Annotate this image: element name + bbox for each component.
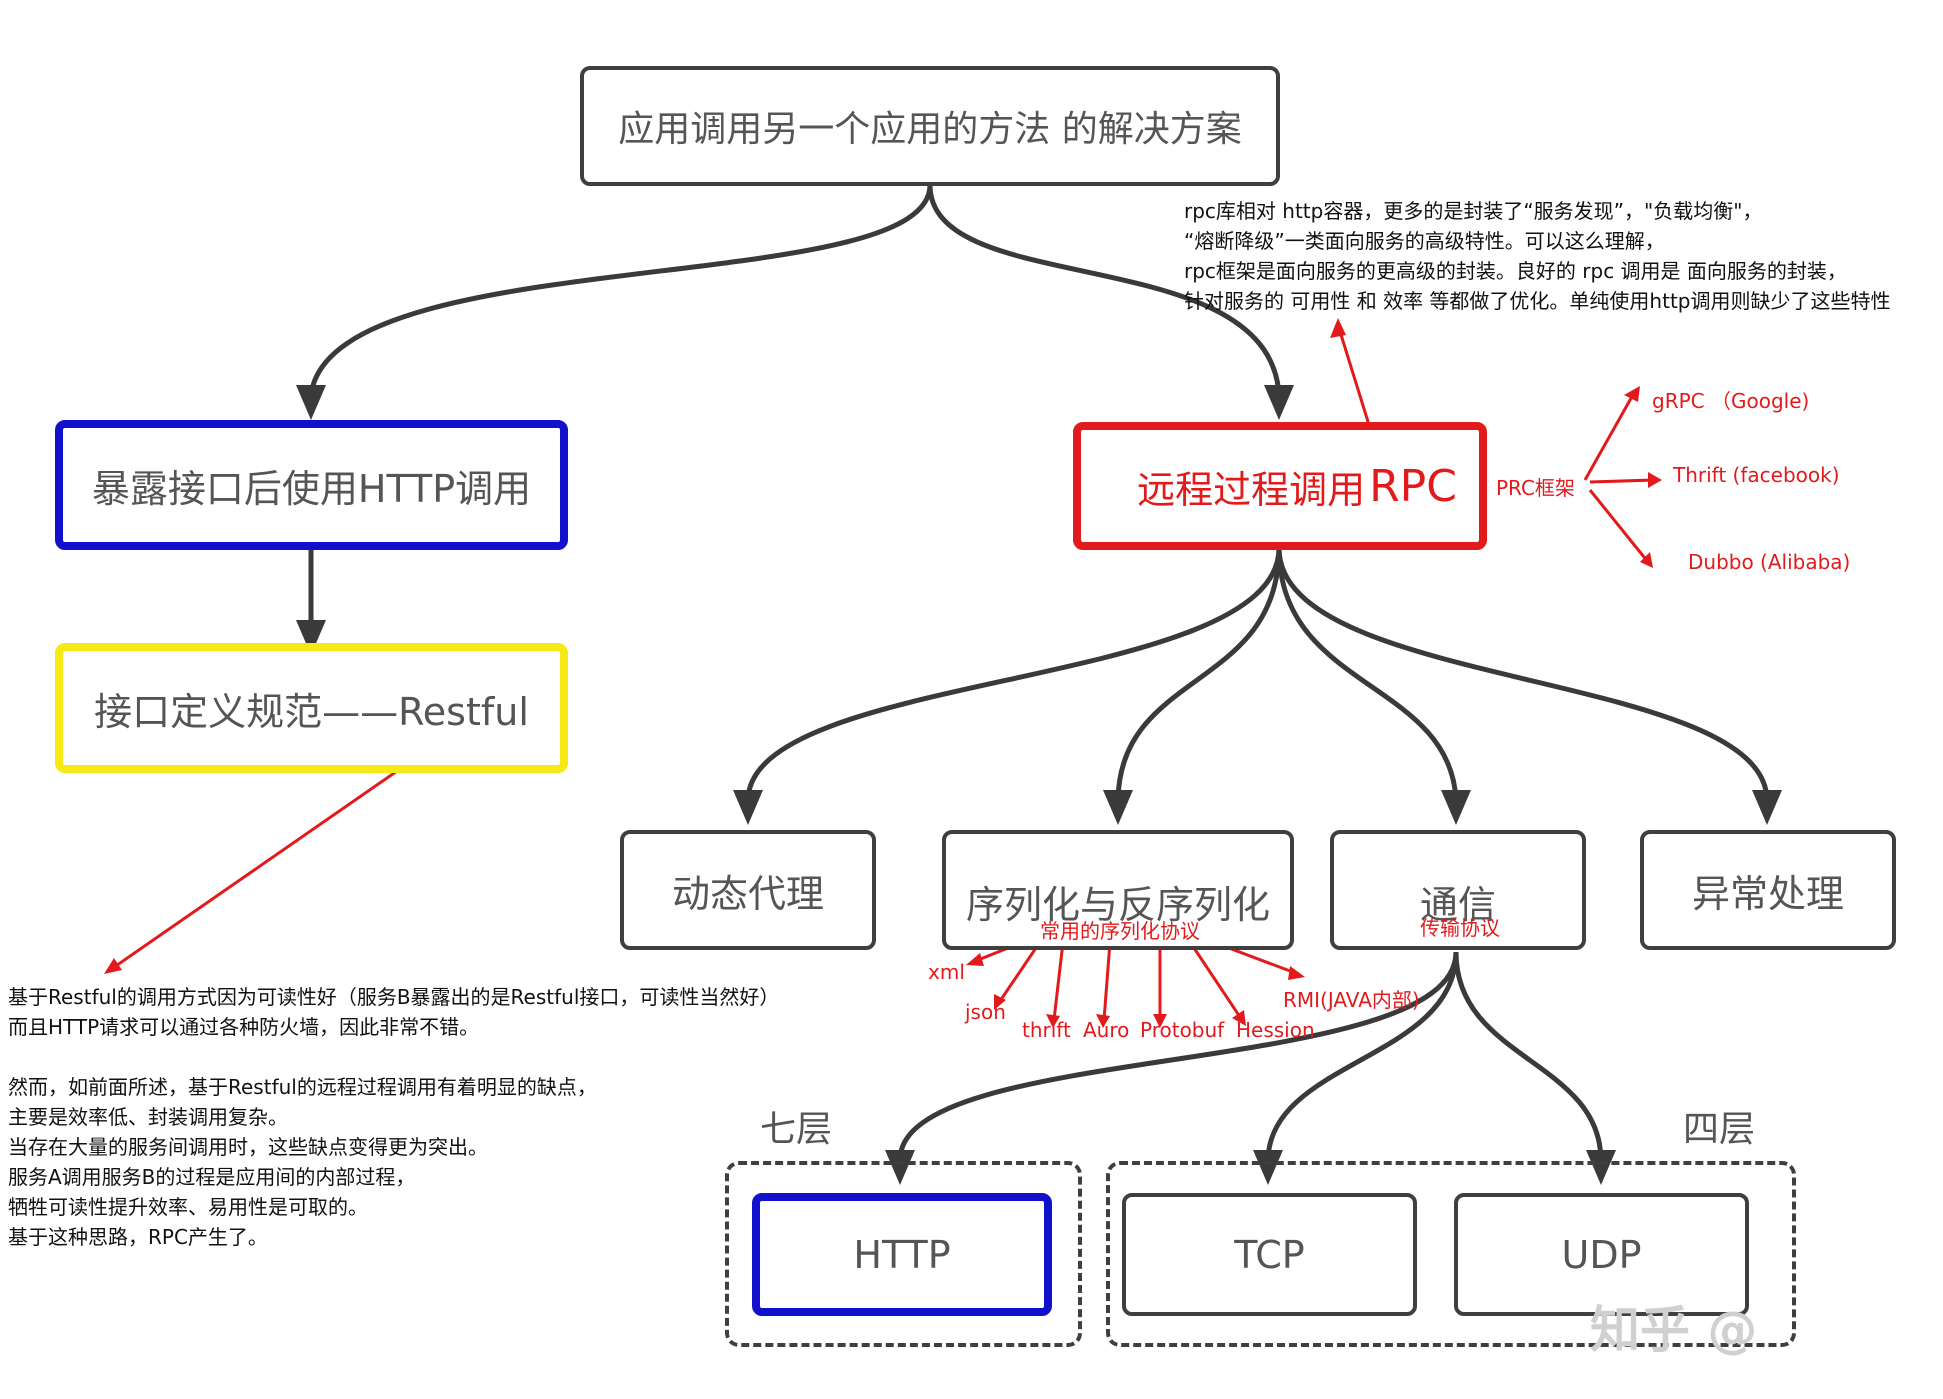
arrowhead-grpc: [1624, 386, 1640, 402]
restful-note-line: 然而，如前面所述，基于Restful的远程过程调用有着明显的缺点，: [8, 1075, 597, 1099]
arrowhead-restful: [296, 620, 326, 655]
serialization-node: 序列化与反序列化: [942, 830, 1294, 950]
arrowhead-proxy: [733, 790, 763, 825]
arrowhead-xml: [966, 953, 984, 966]
seven-layer-group: [725, 1161, 1082, 1347]
serialization-protocols-label: 常用的序列化协议: [1040, 919, 1200, 943]
protocol-json: json: [965, 1000, 1006, 1024]
dark-arrowheads: [296, 385, 1782, 1185]
arrowhead-http-call: [296, 385, 326, 420]
arrow-fw-grpc: [1583, 392, 1636, 481]
restful-note-line: 主要是效率低、封装调用复杂。: [8, 1105, 288, 1129]
udp-node-label: UDP: [1561, 1232, 1642, 1277]
transport-protocol-label: 传输协议: [1420, 916, 1500, 940]
framework-dubbo: Dubbo (Alibaba): [1688, 550, 1851, 574]
restful-note-line: 服务A调用服务B的过程是应用间的内部过程，: [8, 1165, 416, 1189]
arrow-fw-dubbo: [1588, 489, 1650, 563]
framework-label: PRC框架: [1496, 476, 1575, 500]
arrowhead-rpc-note: [1330, 318, 1346, 338]
arrowhead-communication: [1441, 790, 1471, 825]
arrow-fw-thrift: [1589, 478, 1655, 484]
arrowhead-protobuf: [1153, 1014, 1167, 1028]
protocol-rmi: RMI(JAVA内部): [1283, 988, 1420, 1012]
tcp-node-label: TCP: [1234, 1232, 1305, 1277]
exception-node-label: 异常处理: [1691, 871, 1844, 916]
arrowhead-thrift: [1648, 472, 1662, 488]
edge-rpc-serialization: [1115, 547, 1282, 801]
root-node: 应用调用另一个应用的方法 的解决方案: [580, 66, 1280, 186]
restful-note-line: 而且HTTP请求可以通过各种防火墙，因此非常不错。: [8, 1015, 480, 1039]
edge-comm-udp: [1453, 951, 1604, 1161]
restful-note-line: 牺牲可读性提升效率、易用性是可取的。: [8, 1195, 368, 1219]
exception-node: 异常处理: [1640, 830, 1896, 950]
communication-node-label: 通信: [1419, 883, 1496, 927]
http-call-node: 暴露接口后使用HTTP调用: [55, 420, 568, 550]
restful-note-line: 基于Restful的调用方式因为可读性好（服务B暴露出的是Restful接口，可…: [8, 985, 780, 1009]
rpc-node-label-suffix: RPC: [1369, 460, 1457, 512]
rpc-note-line: rpc框架是面向服务的更高级的封装。良好的 rpc 调用是 面向服务的封装，: [1184, 259, 1847, 283]
dark-connectors: [308, 184, 1770, 1161]
rpc-note: rpc库相对 http容器，更多的是封装了“服务发现”，"负载均衡"， “熔断降…: [1184, 196, 1890, 316]
arrow-ser-thrift: [1052, 941, 1065, 1021]
seven-layer-label: 七层: [760, 1109, 833, 1150]
arrow-ser-json: [996, 941, 1042, 1005]
watermark: 知乎 @: [1590, 1301, 1758, 1359]
four-layer-group: [1106, 1161, 1796, 1347]
proxy-node-label: 动态代理: [671, 871, 824, 916]
arrowhead-dubbo: [1640, 552, 1653, 568]
protocol-auro: Auro: [1083, 1018, 1130, 1042]
edge-rpc-communication: [1276, 547, 1459, 801]
restful-note: 基于Restful的调用方式因为可读性好（服务B暴露出的是Restful接口，可…: [8, 982, 779, 1252]
arrow-ser-auro: [1102, 941, 1112, 1021]
arrowhead-thrift-ser: [1046, 1014, 1060, 1028]
rpc-note-line: 针对服务的 可用性 和 效率 等都做了优化。单纯使用http调用则缺少了这些特性: [1184, 289, 1891, 313]
framework-thrift: Thrift (facebook): [1673, 463, 1840, 487]
http-call-node-label: 暴露接口后使用HTTP调用: [91, 466, 532, 511]
communication-node: 通信: [1330, 830, 1586, 950]
four-layer-label: 四层: [1683, 1109, 1756, 1150]
arrowhead-rpc: [1264, 385, 1294, 420]
rpc-note-line: “熔断降级”一类面向服务的高级特性。可以这么理解，: [1184, 229, 1665, 253]
restful-node-label: 接口定义规范——Restful: [94, 689, 529, 734]
protocol-xml: xml: [928, 960, 965, 984]
rpc-node-label-prefix: 远程过程调用: [1137, 467, 1366, 512]
tcp-node: TCP: [1122, 1193, 1417, 1316]
restful-node: 接口定义规范——Restful: [55, 643, 568, 773]
http-node: HTTP: [752, 1193, 1052, 1316]
framework-grpc: gRPC （Google): [1652, 389, 1810, 413]
http-node-label: HTTP: [853, 1232, 951, 1277]
arrowhead-exception: [1752, 790, 1782, 825]
protocol-thrift: thrift: [1022, 1018, 1071, 1042]
red-arrowheads: [104, 318, 1662, 1028]
arrowhead-auro: [1096, 1014, 1110, 1028]
arrowhead-json: [994, 994, 1006, 1010]
arrowhead-serialization: [1103, 790, 1133, 825]
arrowhead-udp: [1586, 1150, 1616, 1185]
root-node-label: 应用调用另一个应用的方法 的解决方案: [618, 109, 1242, 150]
arrowhead-tcp: [1253, 1150, 1283, 1185]
protocol-hession: Hession: [1236, 1018, 1315, 1042]
arrowhead-rmi: [1288, 966, 1305, 980]
edge-comm-http: [897, 951, 1459, 1161]
edge-rpc-exception: [1276, 547, 1770, 801]
udp-node: UDP: [1454, 1193, 1749, 1316]
edge-comm-tcp: [1265, 951, 1459, 1161]
restful-note-line: 当存在大量的服务间调用时，这些缺点变得更为突出。: [8, 1135, 488, 1159]
arrow-ser-hession: [1188, 941, 1244, 1021]
arrowhead-http: [885, 1150, 915, 1185]
rpc-note-line: rpc库相对 http容器，更多的是封装了“服务发现”，"负载均衡"，: [1184, 199, 1763, 223]
protocol-protobuf: Protobuf: [1140, 1018, 1225, 1042]
restful-note-line: [8, 1042, 779, 1072]
serialization-node-label: 序列化与反序列化: [965, 883, 1270, 927]
edge-rpc-proxy: [745, 547, 1282, 801]
edge-root-http-call: [308, 184, 933, 396]
edge-root-rpc: [927, 184, 1282, 396]
restful-note-line: 基于这种思路，RPC产生了。: [8, 1225, 268, 1249]
proxy-node: 动态代理: [620, 830, 876, 950]
arrowhead-restful-note: [104, 958, 122, 974]
arrowhead-hession: [1232, 1010, 1246, 1026]
